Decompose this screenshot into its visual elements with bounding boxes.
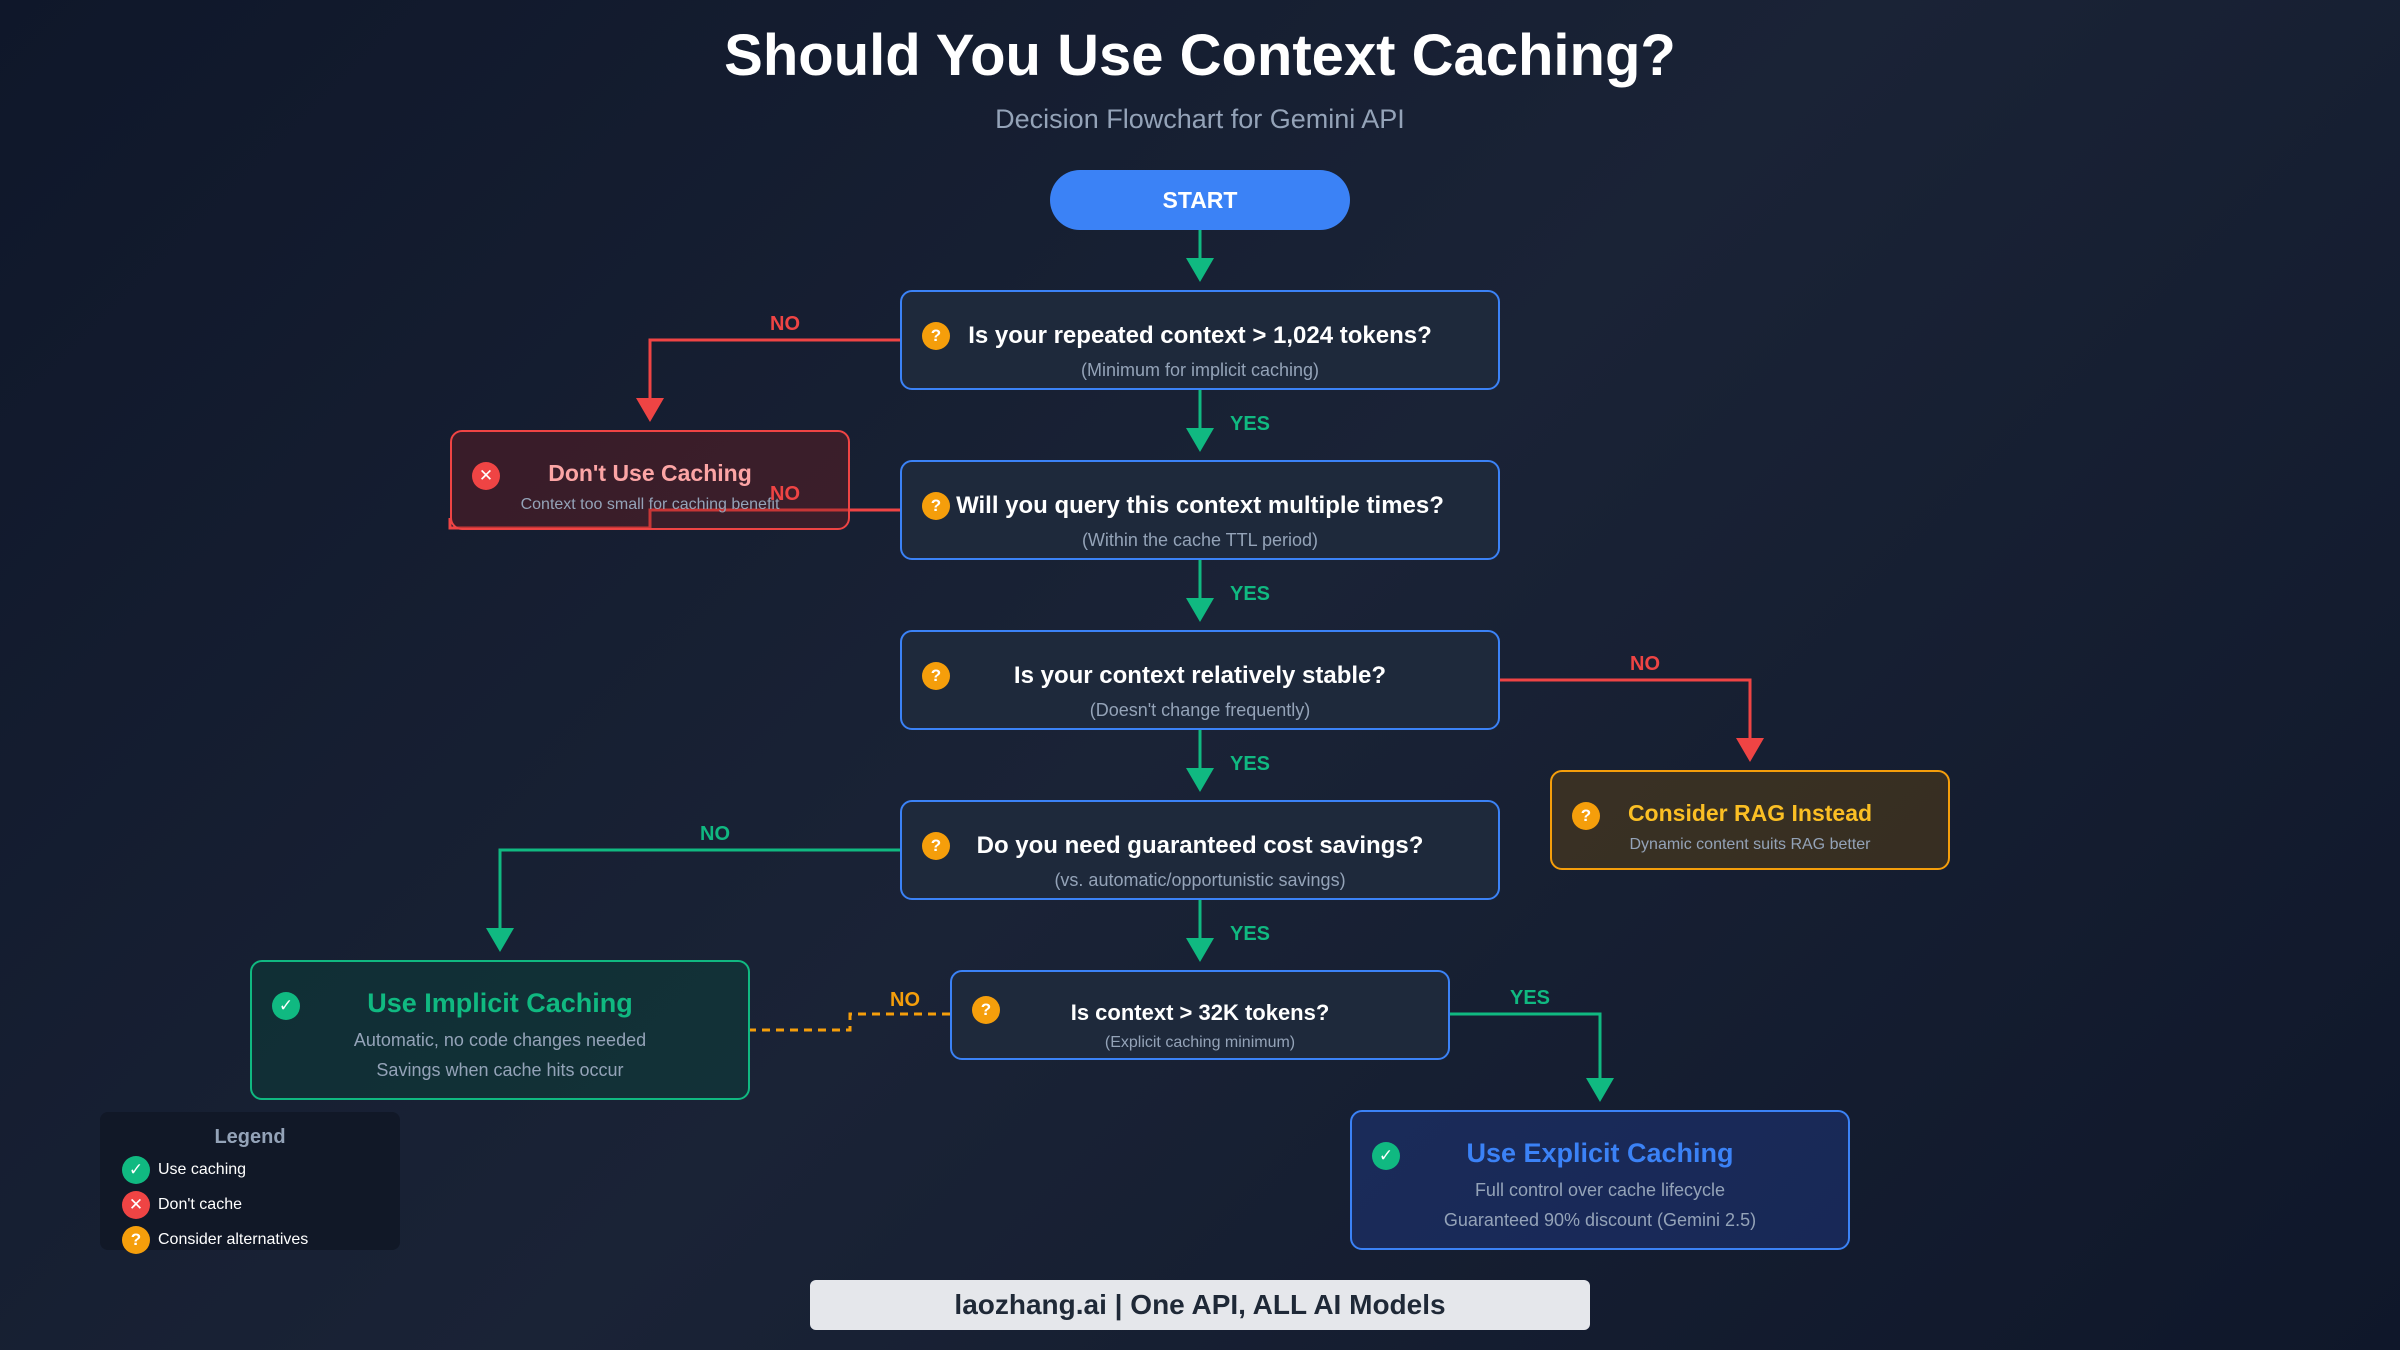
outcome-implicit: ✓ Use Implicit Caching Automatic, no cod… [250,960,750,1100]
legend-item: ? Consider alternatives [122,1226,308,1254]
decision-q2: ? Will you query this context multiple t… [900,460,1500,560]
edge-label-q2-no: NO [770,483,800,505]
legend-title: Legend [214,1126,286,1148]
footer-banner: laozhang.ai | One API, ALL AI Models [810,1280,1590,1330]
arrowhead-q3-no [1736,738,1764,762]
check-icon: ✓ [122,1156,150,1184]
decision-note: (Doesn't change frequently) [1089,700,1311,720]
arrow-q1-no [648,338,900,398]
outcome-title: Don't Use Caching [548,460,752,486]
edge-label-q3-yes: YES [1230,753,1270,775]
edge-label-q2-yes: YES [1230,583,1270,605]
check-icon: ✓ [272,992,300,1020]
decision-question: Is context > 32K tokens? [1070,1000,1330,1025]
arrowhead-q4-yes [1186,938,1214,962]
edge-label-q1-yes: YES [1230,413,1270,435]
question-icon: ? [1572,802,1600,830]
arrow-q4-no [498,848,900,928]
legend-item: ✓ Use caching [122,1156,246,1184]
decision-q3: ? Is your context relatively stable? (Do… [900,630,1500,730]
question-icon: ? [922,322,950,350]
decision-q1: ? Is your repeated context > 1,024 token… [900,290,1500,390]
legend: Legend ✓ Use caching ✕ Don't cache ? Con… [100,1112,400,1254]
outcome-description: Automatic, no code changes needed [353,1030,647,1050]
outcome-explicit: ✓ Use Explicit Caching Full control over… [1350,1110,1850,1250]
arrowhead-start-to-q1 [1186,258,1214,282]
outcome-description: Full control over cache lifecycle [1474,1180,1726,1200]
arrow-q5-no [750,1012,950,1032]
question-icon: ? [922,832,950,860]
arrowhead-q3-yes [1186,768,1214,792]
legend-item: ✕ Don't cache [122,1191,242,1219]
edge-label-q4-yes: YES [1230,923,1270,945]
edge-label-q1-no: NO [770,313,800,335]
decision-question: Will you query this context multiple tim… [956,492,1444,519]
decision-question: Is your context relatively stable? [1013,662,1387,689]
arrowhead-q2-yes [1186,598,1214,622]
outcome-title: Use Explicit Caching [1466,1138,1734,1168]
edge-label-q5-yes: YES [1510,987,1550,1009]
check-icon: ✓ [1372,1142,1400,1170]
outcome-description: Savings when cache hits occur [376,1060,624,1080]
question-icon: ? [922,662,950,690]
decision-question: Is your repeated context > 1,024 tokens? [968,322,1432,349]
page-subtitle: Decision Flowchart for Gemini API [995,104,1405,134]
legend-label: Don't cache [158,1196,242,1213]
outcome-description: Dynamic content suits RAG better [1629,836,1871,853]
outcome-description: Context too small for caching benefit [520,496,780,513]
outcome-rag: ? Consider RAG Instead Dynamic content s… [1550,770,1950,870]
decision-note: (Explicit caching minimum) [1104,1034,1296,1051]
question-icon: ? [122,1226,150,1254]
decision-note: (vs. automatic/opportunistic savings) [1054,870,1346,890]
decision-note: (Within the cache TTL period) [1081,530,1319,550]
decision-q5: ? Is context > 32K tokens? (Explicit cac… [950,970,1450,1060]
question-icon: ? [922,492,950,520]
outcome-title: Use Implicit Caching [367,988,633,1018]
edge-label-q3-no: NO [1630,653,1660,675]
arrowhead-q1-no [636,398,664,422]
decision-note: (Minimum for implicit caching) [1080,360,1320,380]
outcome-description: Guaranteed 90% discount (Gemini 2.5) [1443,1210,1757,1230]
outcome-dont-cache: ✕ Don't Use Caching Context too small fo… [450,430,850,530]
start-node: START [1050,170,1350,230]
arrowhead-q1-yes [1186,428,1214,452]
decision-q4: ? Do you need guaranteed cost savings? (… [900,800,1500,900]
decision-question: Do you need guaranteed cost savings? [976,832,1424,859]
page-title: Should You Use Context Caching? [724,23,1676,88]
arrow-q5-yes [1450,1012,1602,1078]
edge-label-q4-no: NO [700,823,730,845]
x-icon: ✕ [472,462,500,490]
x-icon: ✕ [122,1191,150,1219]
outcome-title: Consider RAG Instead [1627,800,1873,826]
arrow-q3-no [1500,678,1752,738]
arrowhead-q5-yes [1586,1078,1614,1102]
edge-label-q5-no: NO [890,989,920,1011]
legend-label: Consider alternatives [158,1231,309,1248]
arrowhead-q4-no [486,928,514,952]
question-icon: ? [972,996,1000,1024]
legend-label: Use caching [158,1161,247,1178]
